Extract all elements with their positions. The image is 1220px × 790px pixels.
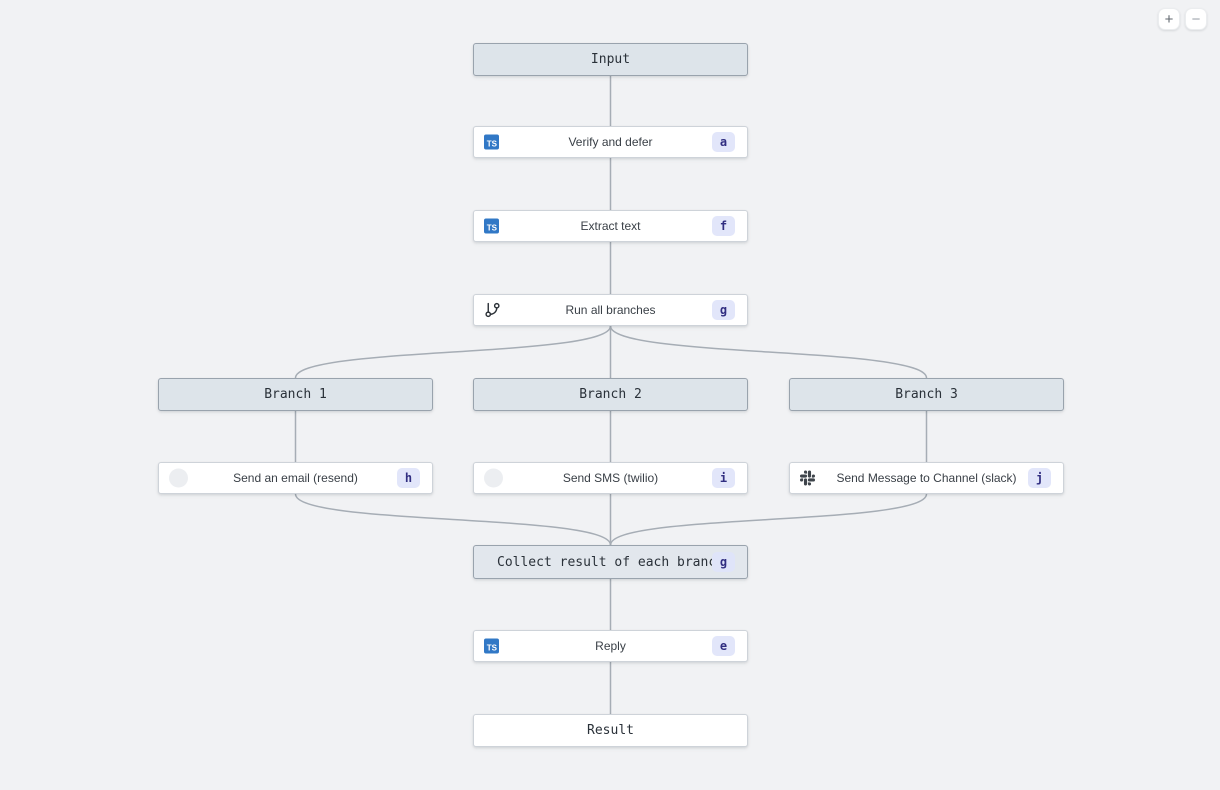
- node-label: Reply: [595, 639, 626, 653]
- typescript-icon: TS: [484, 638, 499, 654]
- node-label: Collect result of each branch: [497, 554, 724, 570]
- step-key-badge: h: [397, 468, 420, 488]
- node-branch-2[interactable]: Branch 2: [473, 378, 748, 411]
- edge-run-branch3: [609, 325, 928, 379]
- node-label: Branch 2: [579, 387, 642, 402]
- resend-icon: [169, 468, 188, 488]
- node-collect-result[interactable]: Collect result of each branch g: [473, 545, 748, 579]
- node-send-message-slack[interactable]: Send Message to Channel (slack) j: [789, 462, 1064, 494]
- node-label: Branch 1: [264, 387, 327, 402]
- node-branch-3[interactable]: Branch 3: [789, 378, 1064, 411]
- node-label: Send SMS (twilio): [562, 471, 659, 485]
- node-send-sms-twilio[interactable]: Send SMS (twilio) i: [473, 462, 748, 494]
- step-key-badge: f: [712, 216, 735, 236]
- zoom-in-button[interactable]: +: [1158, 8, 1180, 30]
- plus-icon: +: [1164, 10, 1174, 28]
- node-label: Input: [590, 52, 631, 67]
- node-send-email-resend[interactable]: Send an email (resend) h: [158, 462, 433, 494]
- node-label: Send an email (resend): [233, 471, 358, 485]
- edge-slack-collect: [609, 493, 928, 546]
- step-key-badge: e: [712, 636, 735, 656]
- node-label: Run all branches: [565, 303, 656, 317]
- step-key-badge: g: [712, 300, 735, 320]
- step-key-badge: g: [712, 552, 735, 572]
- typescript-icon: TS: [484, 218, 499, 234]
- node-label: Extract text: [580, 219, 641, 233]
- step-key-badge: a: [712, 132, 735, 152]
- node-label: Send Message to Channel (slack): [836, 471, 1017, 485]
- node-reply[interactable]: TS Reply e: [473, 630, 748, 662]
- slack-icon: [800, 470, 815, 486]
- node-result[interactable]: Result: [473, 714, 748, 747]
- edge-email-collect: [294, 493, 612, 546]
- step-key-badge: i: [712, 468, 735, 488]
- minus-icon: −: [1191, 10, 1201, 28]
- edge-run-branch1: [294, 325, 612, 379]
- typescript-icon: TS: [484, 134, 499, 150]
- node-extract-text[interactable]: TS Extract text f: [473, 210, 748, 242]
- step-key-badge: j: [1028, 468, 1051, 488]
- node-label: Verify and defer: [568, 135, 653, 149]
- node-verify-and-defer[interactable]: TS Verify and defer a: [473, 126, 748, 158]
- zoom-out-button[interactable]: −: [1185, 8, 1207, 30]
- git-branch-icon: [484, 302, 501, 319]
- node-branch-1[interactable]: Branch 1: [158, 378, 433, 411]
- node-label: Result: [587, 723, 634, 738]
- node-label: Branch 3: [895, 387, 958, 402]
- node-run-all-branches[interactable]: Run all branches g: [473, 294, 748, 326]
- node-input[interactable]: Input: [473, 43, 748, 76]
- twilio-icon: [484, 468, 503, 488]
